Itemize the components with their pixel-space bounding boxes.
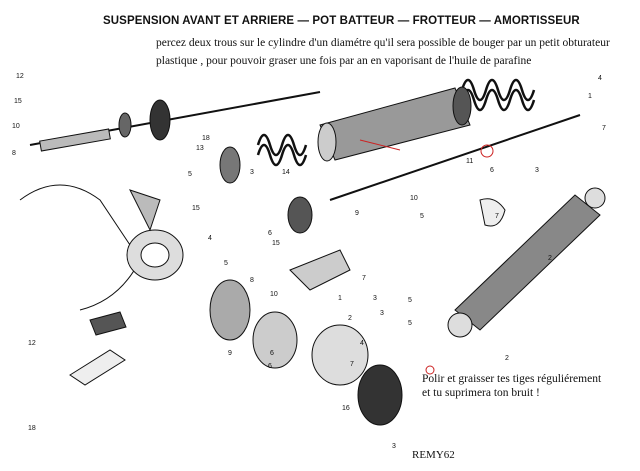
part-number-label: 1 bbox=[588, 93, 592, 100]
part-number-label: 8 bbox=[12, 150, 16, 157]
annotation-circle bbox=[480, 144, 494, 158]
diagram-title: SUSPENSION AVANT ET ARRIERE — POT BATTEU… bbox=[103, 15, 580, 27]
part-number-label: 5 bbox=[408, 297, 412, 304]
part-number-label: 7 bbox=[495, 213, 499, 220]
part-number-label: 3 bbox=[373, 295, 377, 302]
part-number-label: 9 bbox=[355, 210, 359, 217]
part-number-label: 15 bbox=[192, 205, 200, 212]
mounting-plates bbox=[69, 146, 506, 426]
part-number-label: 5 bbox=[224, 260, 228, 267]
part-number-label: 12 bbox=[28, 340, 36, 347]
part-number-label: 18 bbox=[28, 425, 36, 432]
part-number-label: 4 bbox=[208, 235, 212, 242]
part-number-label: 7 bbox=[362, 275, 366, 282]
note-bottom-line2: et tu suprimera ton bruit ! bbox=[422, 387, 540, 399]
part-number-label: 10 bbox=[410, 195, 418, 202]
part-number-label: 5 bbox=[408, 320, 412, 327]
part-number-label: 10 bbox=[12, 123, 20, 130]
signature: REMY62 bbox=[412, 449, 455, 461]
part-number-label: 4 bbox=[360, 340, 364, 347]
part-number-label: 8 bbox=[250, 277, 254, 284]
part-number-label: 18 bbox=[202, 135, 210, 142]
part-number-label: 6 bbox=[268, 230, 272, 237]
part-number-label: 2 bbox=[505, 355, 509, 362]
part-number-label: 7 bbox=[350, 361, 354, 368]
part-number-label: 15 bbox=[14, 98, 22, 105]
part-number-label: 3 bbox=[392, 443, 396, 450]
note-bottom: Polir et graisser tes tiges réguliéremen… bbox=[422, 372, 601, 400]
part-number-label: 3 bbox=[250, 169, 254, 176]
note-top-line1: percez deux trous sur le cylindre d'un d… bbox=[156, 37, 610, 49]
coil-spring-left bbox=[256, 133, 308, 167]
part-number-label: 2 bbox=[548, 255, 552, 262]
part-number-label: 14 bbox=[282, 169, 290, 176]
part-number-label: 13 bbox=[196, 145, 204, 152]
note-bottom-line1: Polir et graisser tes tiges réguliéremen… bbox=[422, 373, 602, 385]
part-number-label: 5 bbox=[188, 171, 192, 178]
note-top-line2: plastique , pour pouvoir graser une fois… bbox=[156, 55, 532, 67]
coil-spring-right bbox=[460, 78, 536, 112]
part-number-label: 3 bbox=[535, 167, 539, 174]
annotation-circle-2 bbox=[425, 365, 435, 375]
part-number-label: 7 bbox=[602, 125, 606, 132]
part-number-label: 5 bbox=[420, 213, 424, 220]
part-number-label: 10 bbox=[270, 291, 278, 298]
part-number-label: 9 bbox=[228, 350, 232, 357]
cylinder-pot-batteur bbox=[317, 86, 472, 162]
part-number-label: 3 bbox=[380, 310, 384, 317]
part-number-label: 6 bbox=[490, 167, 494, 174]
part-number-label: 11 bbox=[466, 158, 473, 165]
note-top: percez deux trous sur le cylindre d'un d… bbox=[156, 34, 610, 70]
part-number-label: 4 bbox=[598, 75, 602, 82]
chassis-outline bbox=[19, 184, 141, 311]
part-number-label: 16 bbox=[342, 405, 350, 412]
part-number-label: 2 bbox=[348, 315, 352, 322]
part-number-label: 12 bbox=[16, 73, 24, 80]
part-number-label: 1 bbox=[338, 295, 342, 302]
part-number-label: 15 bbox=[272, 240, 280, 247]
part-number-label: 6 bbox=[268, 363, 272, 370]
piston-rod bbox=[329, 114, 581, 201]
shock-absorber bbox=[447, 187, 606, 338]
tie-rod bbox=[29, 91, 321, 152]
part-number-label: 6 bbox=[270, 350, 274, 357]
